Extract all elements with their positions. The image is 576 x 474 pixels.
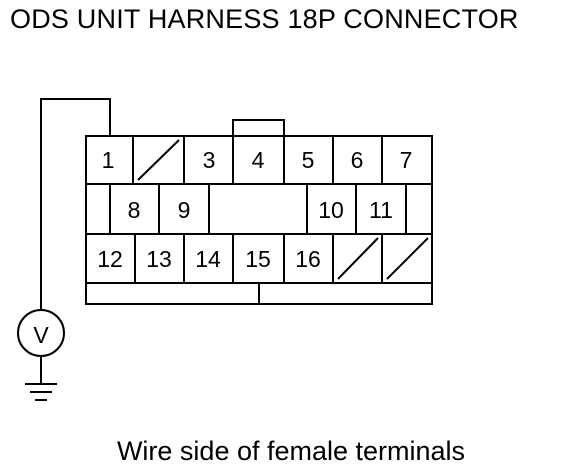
terminal-label: 12 xyxy=(97,246,123,272)
terminal-label: 14 xyxy=(195,246,221,272)
terminal-label: 9 xyxy=(178,197,191,223)
terminal-label: 4 xyxy=(252,147,265,173)
terminal-label: 1 xyxy=(102,147,115,173)
terminal-label: 11 xyxy=(369,197,393,223)
terminal-label: 16 xyxy=(295,246,321,272)
probe-wire xyxy=(40,98,111,310)
terminal-label: 6 xyxy=(351,147,364,173)
terminal-label: 7 xyxy=(400,147,413,173)
terminal-label: 13 xyxy=(146,246,172,272)
voltmeter-label: V xyxy=(33,322,49,348)
connector-lock-tab xyxy=(232,119,285,137)
terminal-17-unused xyxy=(337,237,379,280)
terminal-label: 5 xyxy=(302,147,315,173)
terminal-18-unused xyxy=(386,237,429,280)
terminal-label: 8 xyxy=(128,197,141,223)
terminal-label: 15 xyxy=(245,246,271,272)
terminal-label: 10 xyxy=(318,197,344,223)
terminal-2-unused xyxy=(137,139,180,181)
diagram-title: ODS UNIT HARNESS 18P CONNECTOR xyxy=(10,4,519,34)
terminal-label: 3 xyxy=(203,147,216,173)
diagram-caption: Wire side of female terminals xyxy=(116,436,466,466)
ground-icon xyxy=(25,383,57,401)
